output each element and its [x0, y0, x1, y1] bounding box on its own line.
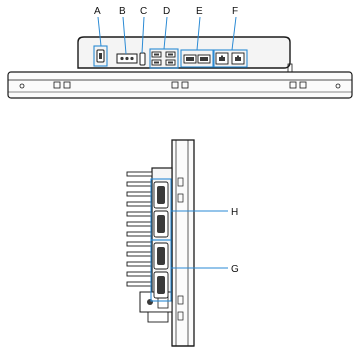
lan-ports [215, 52, 245, 65]
com-ports [153, 181, 169, 299]
top-view: A B C D E F [7, 6, 353, 99]
side-tab [287, 63, 293, 73]
front-bezel [7, 71, 353, 99]
side-view: H G [126, 139, 239, 347]
callout-label-a: A [94, 6, 101, 17]
bezel-clip-4 [181, 81, 189, 89]
heatsink-fins [126, 171, 153, 287]
terminal-connectors [183, 54, 211, 64]
callout-label-b: B [119, 6, 126, 17]
leader-d [163, 16, 168, 50]
callout-label-d: D [163, 6, 170, 17]
bezel-clip-5 [289, 81, 297, 89]
leader-f [231, 16, 237, 51]
leader-e [196, 16, 201, 51]
bezel-clip-2 [63, 81, 71, 89]
bezel-clip-3 [171, 81, 179, 89]
leader-c [141, 16, 145, 54]
leader-a [97, 16, 102, 47]
leader-b [122, 16, 127, 55]
bezel-clip-6 [299, 81, 307, 89]
callout-box-g [150, 239, 172, 302]
callout-label-f: F [232, 6, 238, 17]
callout-box-f [213, 49, 248, 68]
callout-label-h: H [231, 207, 238, 218]
bracket-foot [147, 311, 169, 323]
usb-ports [151, 51, 176, 66]
callout-label-e: E [196, 6, 203, 17]
bezel-clip-1 [53, 81, 61, 89]
callout-label-c: C [140, 6, 147, 17]
bezel-screw-right [335, 83, 341, 89]
bezel-screw-left [19, 83, 25, 89]
callout-label-g: G [231, 264, 239, 275]
card-slot [139, 52, 146, 66]
